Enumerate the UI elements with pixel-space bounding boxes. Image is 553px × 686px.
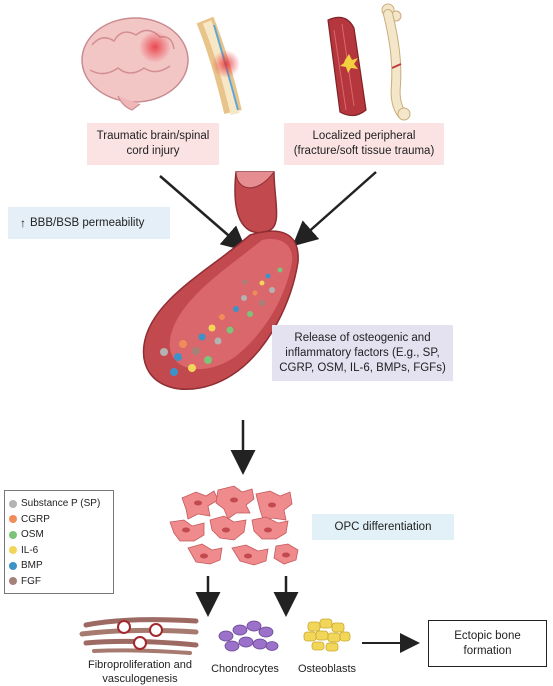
legend: Substance P (SP) CGRP OSM IL-6 BMP FGF (4, 490, 114, 594)
legend-item-osm: OSM (9, 527, 109, 543)
box-release-factors-text: Release of osteogenic and inflammatory f… (279, 331, 446, 374)
box-peripheral-trauma: Localized peripheral (fracture/soft tiss… (284, 123, 444, 165)
arrow-peripheral-to-vessel (292, 171, 377, 247)
legend-label-cgrp: CGRP (21, 513, 50, 525)
legend-label-bmp: BMP (21, 560, 43, 572)
legend-dot-cgrp (9, 515, 17, 524)
legend-dot-fgf (9, 577, 17, 586)
box-traumatic-injury-text: Traumatic brain/spinal cord injury (96, 130, 210, 157)
up-arrow-icon: ↑ (20, 215, 26, 230)
bone-icon (381, 3, 411, 121)
legend-dot-sp (9, 499, 17, 508)
box-permeability: ↑ BBB/BSB permeability (8, 207, 170, 239)
legend-dot-bmp (9, 561, 17, 570)
box-traumatic-injury: Traumatic brain/spinal cord injury (87, 123, 219, 165)
chondrocytes-icon (218, 620, 279, 652)
box-ectopic-bone: Ectopic bone formation (428, 620, 547, 667)
legend-item-bmp: BMP (9, 558, 109, 574)
osteoblasts-icon (303, 618, 351, 652)
fibroblast-icon (79, 617, 199, 655)
box-release-factors: Release of osteogenic and inflammatory f… (272, 325, 453, 381)
label-fibroproliferation: Fibroproliferation and vasculogenesis (88, 659, 192, 685)
muscle-icon (327, 16, 367, 117)
brain-icon (81, 17, 189, 111)
spine-icon (196, 16, 242, 116)
legend-label-il6: IL-6 (21, 544, 39, 556)
legend-label-fgf: FGF (21, 575, 41, 587)
legend-label-sp: Substance P (SP) (21, 498, 101, 510)
legend-item-il6: IL-6 (9, 543, 109, 559)
box-opc-differentiation: OPC differentiation (312, 514, 454, 540)
box-peripheral-trauma-text: Localized peripheral (fracture/soft tiss… (293, 130, 435, 157)
legend-item-sp: Substance P (SP) (9, 496, 109, 512)
label-chondrocytes: Chondrocytes (211, 663, 279, 675)
legend-label-osm: OSM (21, 529, 44, 541)
box-permeability-text: BBB/BSB permeability (30, 216, 145, 229)
label-osteoblasts: Osteoblasts (297, 663, 357, 675)
legend-dot-osm (9, 530, 17, 539)
box-opc-differentiation-text: OPC differentiation (334, 520, 432, 533)
legend-item-fgf: FGF (9, 574, 109, 590)
box-ectopic-bone-text: Ectopic bone formation (454, 629, 521, 657)
arrow-brain-to-vessel (159, 175, 247, 252)
factor-particles (160, 267, 283, 376)
legend-dot-il6 (9, 546, 17, 555)
legend-item-cgrp: CGRP (9, 512, 109, 528)
opc-nuclei (182, 497, 290, 559)
